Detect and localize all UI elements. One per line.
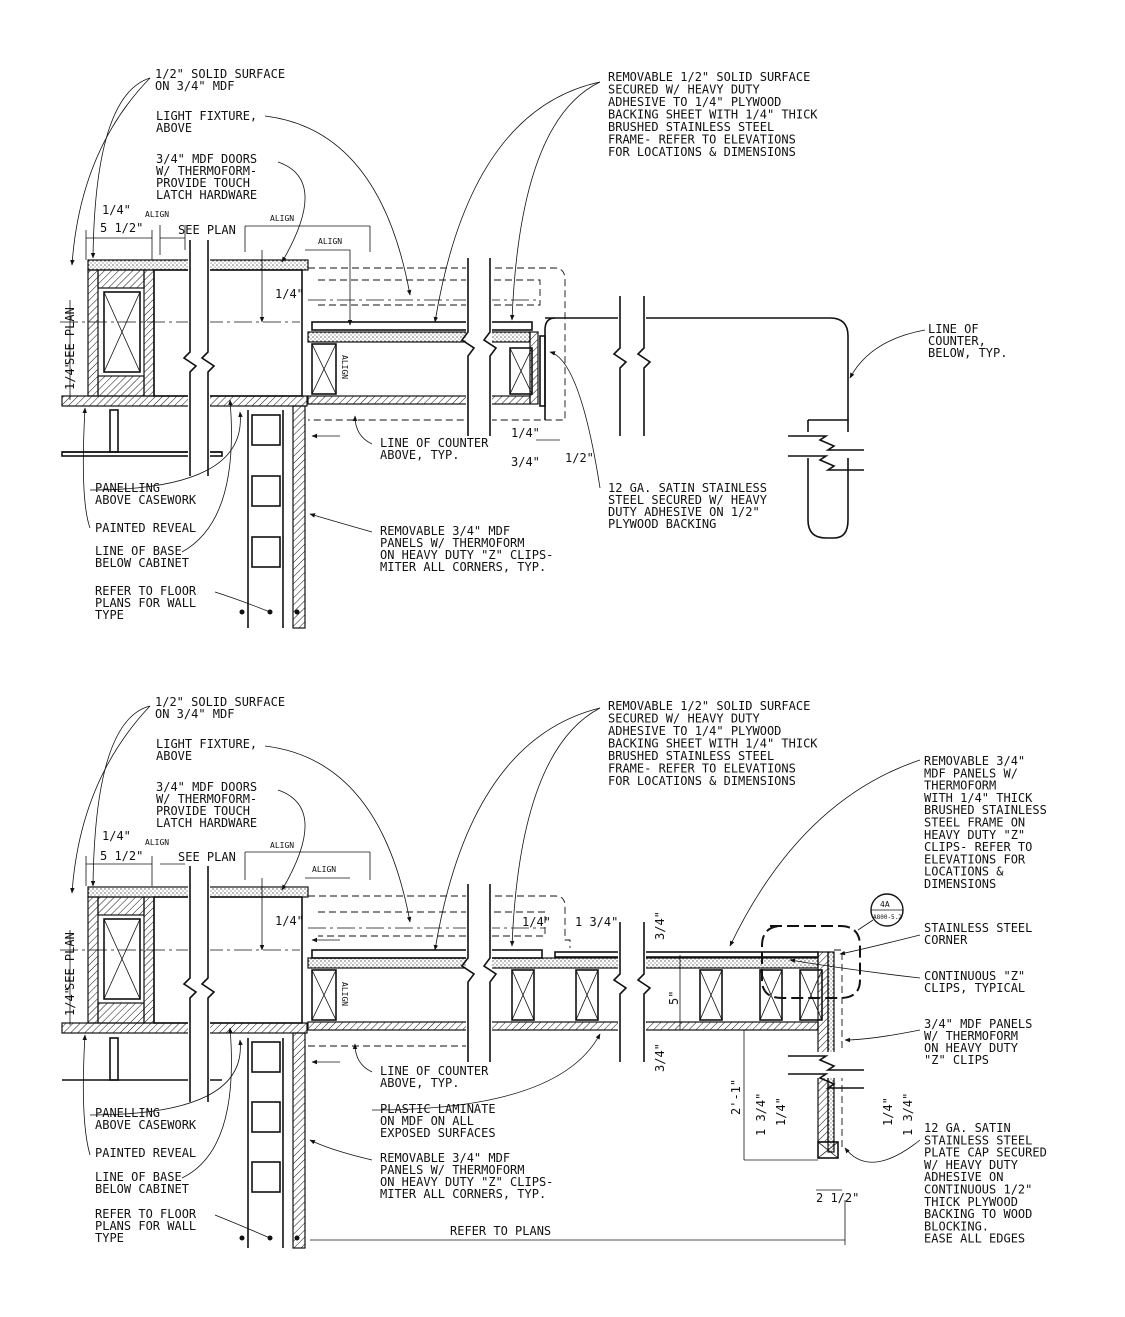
callout-sheet: A800-5.2 [873, 914, 902, 921]
top-counter-run [307, 240, 864, 539]
dim-align-2: ALIGN [270, 214, 294, 223]
dim-align-3: ALIGN [318, 237, 342, 246]
dim-three-quarter: 3/4" [511, 455, 540, 469]
dim-quarter-3: 1/4" [511, 426, 540, 440]
dim-quarter: 1/4" [102, 203, 131, 217]
bottom-counter-run [307, 866, 864, 1159]
dim-see-plan-vertical: SEE PLAN [63, 307, 77, 365]
dim-quarter-vertical: 1/4" [63, 361, 77, 390]
label-refer-to-plans: REFER TO PLANS [450, 1224, 551, 1238]
dim-quarter-b: 1/4" [102, 829, 131, 843]
dim-see-plan-b: SEE PLAN [178, 850, 236, 864]
top-dimensions [69, 225, 560, 441]
dim-see-plan: SEE PLAN [178, 223, 236, 237]
dim-two-one-b: 2'-1" [729, 1079, 743, 1115]
bottom-dimensions [69, 851, 846, 1245]
dim-five-half-b: 5 1/2" [100, 849, 143, 863]
dim-three-quarter-b2: 3/4" [653, 1043, 667, 1072]
label-painted-reveal: PAINTED REVEAL [95, 521, 196, 535]
dim-quarter-b3: 1/4" [522, 915, 551, 929]
bottom-leaders [70, 705, 921, 1241]
dim-align-b2: ALIGN [270, 841, 294, 850]
dim-quarter-vertical-b: 1/4" [63, 987, 77, 1016]
label-light-fixture-b: LIGHT FIXTURE,ABOVE [156, 737, 257, 763]
top-leaders [70, 77, 926, 615]
dim-align-b1: ALIGN [145, 838, 169, 847]
dim-quarter-2: 1/4" [275, 287, 304, 301]
dim-align-vertical: ALIGN [340, 355, 349, 379]
dim-quarter-b4: 1/4" [774, 1097, 788, 1126]
label-painted-reveal-b: PAINTED REVEAL [95, 1146, 196, 1160]
dim-five-b: 5" [667, 991, 681, 1005]
bottom-cabinet [60, 866, 309, 1102]
dim-align-b3: ALIGN [312, 865, 336, 874]
dim-align-1: ALIGN [145, 210, 169, 219]
label-light-fixture: LIGHT FIXTURE,ABOVE [156, 109, 257, 135]
dim-see-plan-vertical-b: SEE PLAN [63, 932, 77, 990]
bottom-callout: 4A A800-5.2 [857, 893, 904, 931]
dim-one-half: 1/2" [565, 451, 594, 465]
bottom-detail: 4A A800-5.2 [60, 695, 1047, 1249]
dim-quarter-b5: 1/4" [881, 1097, 895, 1126]
dim-five-half: 5 1/2" [100, 221, 143, 235]
dim-one-three-quarter-b2: 1 3/4" [754, 1093, 768, 1136]
dim-two-half-b: 2 1/2" [816, 1191, 859, 1205]
bottom-wall-structure [61, 1022, 308, 1249]
top-cabinet [60, 240, 309, 476]
dim-quarter-b2: 1/4" [275, 914, 304, 928]
callout-number: 4A [880, 900, 890, 909]
dim-one-three-quarter-b3: 1 3/4" [901, 1093, 915, 1136]
dim-align-vertical-b: ALIGN [340, 982, 349, 1006]
top-wall-structure [61, 395, 308, 629]
dim-three-quarter-b1: 3/4" [653, 911, 667, 940]
dim-one-three-quarter-b: 1 3/4" [575, 915, 618, 929]
label-z-clips: CONTINUOUS "Z"CLIPS, TYPICAL [924, 969, 1025, 995]
